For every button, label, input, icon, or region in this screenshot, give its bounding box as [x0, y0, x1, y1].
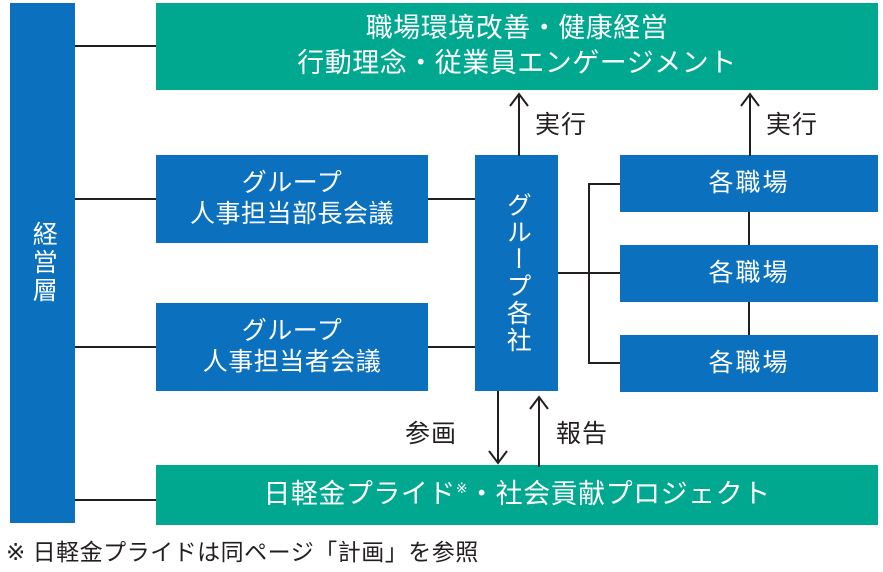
- connector-workplace-2-to-3: [748, 302, 750, 335]
- execute-arrow-left: [509, 92, 529, 156]
- hr-staff-line2: 人事担当者会議: [202, 347, 382, 376]
- workplace-label-3: 各職場: [708, 348, 790, 377]
- participate-arrow-down: [488, 391, 508, 465]
- workplace-box-1: 各職場: [620, 155, 878, 212]
- connector-exec-to-hr-dept-heads: [75, 198, 156, 200]
- connector-hr-staff-to-group: [428, 346, 475, 348]
- connector-workplace-1-to-2: [748, 212, 750, 245]
- connector-bracket-to-workplace-1: [588, 183, 620, 185]
- group-companies-box: グループ各社: [475, 155, 558, 391]
- footnote-text: ※ 日軽金プライドは同ページ「計画」を参照: [6, 539, 479, 565]
- connector-exec-to-pride-project: [75, 499, 156, 501]
- execute-label-right: 実行: [766, 111, 819, 139]
- report-arrow-up: [529, 395, 549, 467]
- group-companies-label: グループ各社: [503, 192, 532, 354]
- report-label: 報告: [556, 420, 609, 448]
- exec-layer-box: 経営層: [10, 3, 75, 523]
- participate-label: 参画: [405, 420, 458, 448]
- workplace-box-2: 各職場: [620, 245, 878, 302]
- pride-project-text: 日軽金プライド※・社会貢献プロジェクト: [263, 479, 770, 511]
- hr-dept-heads-meeting-box: グループ 人事担当部長会議: [156, 155, 428, 243]
- execute-label-left: 実行: [535, 111, 588, 139]
- workplace-box-3: 各職場: [620, 335, 878, 392]
- workplace-label-1: 各職場: [708, 168, 790, 197]
- hr-dept-heads-line2: 人事担当部長会議: [189, 199, 394, 228]
- pride-project-prefix: 日軽金プライド: [263, 479, 456, 510]
- connector-group-to-bracket: [558, 272, 590, 274]
- connector-exec-to-hr-staff: [75, 346, 156, 348]
- exec-layer-label: 経営層: [29, 221, 58, 305]
- connector-hr-dept-heads-to-group: [428, 198, 475, 200]
- workplace-banner-line1: 職場環境改善・健康経営: [365, 13, 669, 44]
- execute-arrow-right: [740, 92, 760, 156]
- pride-project-suffix: ・社会貢献プロジェクト: [468, 479, 771, 510]
- workplace-label-2: 各職場: [708, 258, 790, 287]
- connector-exec-to-banner: [75, 45, 156, 47]
- hr-staff-line1: グループ: [241, 317, 343, 345]
- pride-project-banner: 日軽金プライド※・社会貢献プロジェクト: [156, 465, 878, 525]
- connector-bracket-to-workplace-3: [588, 362, 620, 364]
- workplace-banner-line2: 行動理念・従業員エンゲージメント: [297, 48, 737, 78]
- hr-dept-heads-line1: グループ: [241, 169, 343, 197]
- pride-project-footnote-marker: ※: [455, 480, 469, 497]
- workplace-improvement-banner: 職場環境改善・健康経営 行動理念・従業員エンゲージメント: [156, 3, 878, 90]
- hr-staff-meeting-box: グループ 人事担当者会議: [156, 303, 428, 391]
- connector-bracket-to-workplace-2: [588, 272, 620, 274]
